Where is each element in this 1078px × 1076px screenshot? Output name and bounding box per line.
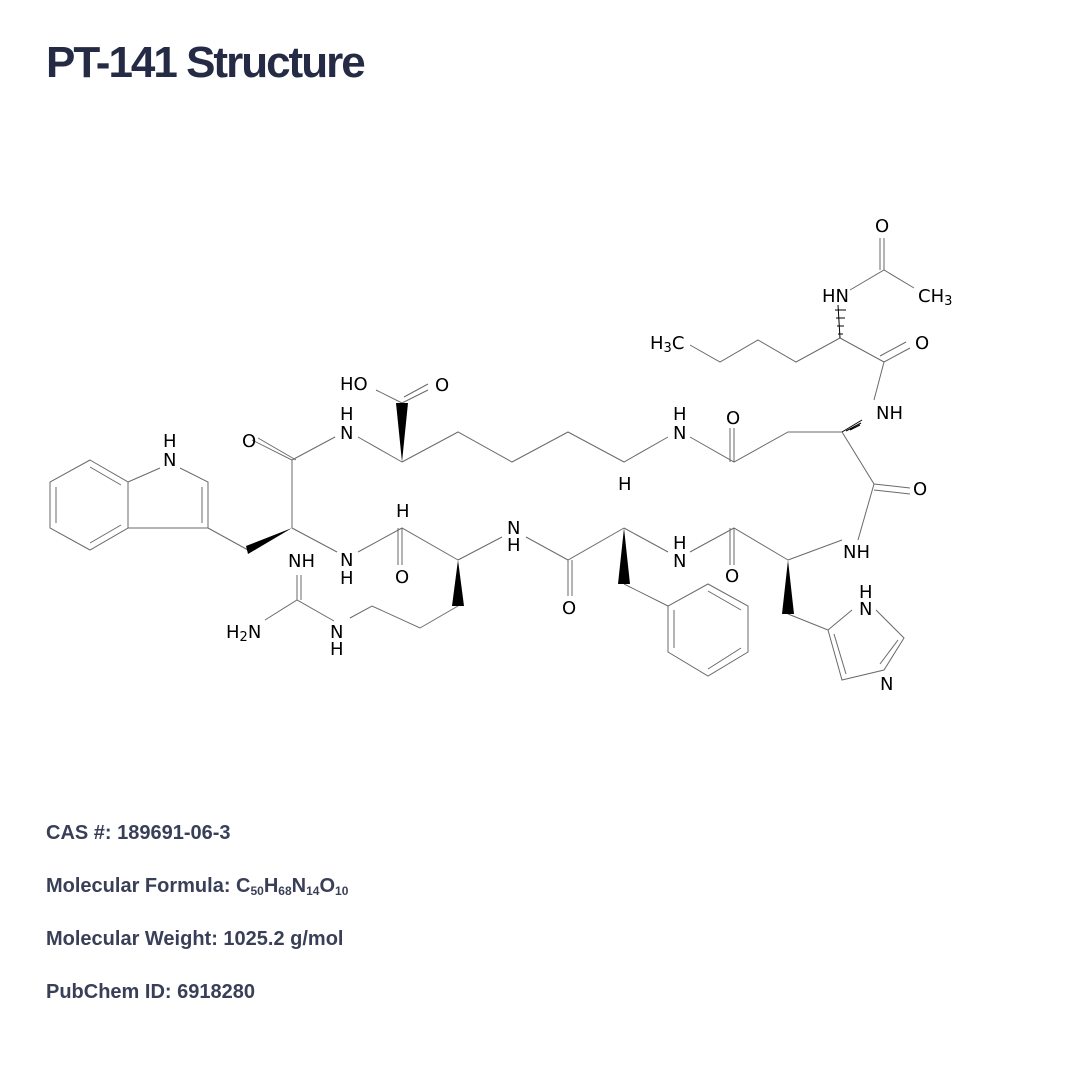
trp-carbonyl-o-label: O — [242, 431, 256, 452]
cooh-ho-label: HO — [340, 374, 368, 395]
atom-labels: H N O H N HO O H H N O H CH3 HN O H3C O … — [163, 216, 952, 695]
acetyl-hn-label: HN — [822, 286, 849, 307]
stereo-wedges — [246, 304, 863, 614]
methyl-ch-label: CH3 — [918, 286, 952, 309]
arg-nh-n-label: N — [330, 622, 343, 643]
molecular-weight: Molecular Weight: 1025.2 g/mol — [46, 928, 344, 950]
nh-phe-h-label: H — [673, 533, 687, 554]
cooh-o-label: O — [435, 375, 449, 396]
nh-phe-n-label: N — [673, 551, 686, 572]
pubchem-id: PubChem ID: 6918280 — [46, 981, 255, 1003]
indole-nh-n-label: N — [163, 450, 176, 471]
imidazole-n-label: N — [880, 674, 893, 695]
phe-h-label: H — [618, 474, 632, 495]
nh-lys-h-label: H — [673, 404, 687, 425]
imidazole-nh-n-label: N — [859, 599, 872, 620]
indole-nh-h-label: H — [163, 431, 177, 452]
acetyl-o-label: O — [875, 216, 889, 237]
molecular-formula: Molecular Formula: C50H68N14O10 — [46, 875, 349, 898]
nh-mid-h-label: H — [507, 535, 521, 556]
arg-nh-h-label: H — [330, 639, 344, 660]
nh-top-h-label: H — [340, 404, 354, 425]
asp-nh-label: NH — [876, 403, 903, 424]
lys-h-label: H — [396, 501, 410, 522]
nh-mid-n-label: N — [507, 518, 520, 539]
phe-carbonyl-o-label: O — [725, 566, 739, 587]
phe-amide-o-label: O — [562, 598, 576, 619]
nh-lys-n-label: N — [673, 423, 686, 444]
bonds — [49, 238, 915, 681]
nh-bottom-n-label: N — [340, 550, 353, 571]
lys-amide-o-label: O — [726, 408, 740, 429]
arg-carbonyl-o-label: O — [395, 567, 409, 588]
page-title: PT-141 Structure — [46, 38, 366, 87]
nh-top-n-label: N — [340, 423, 353, 444]
h2n-label: H2N — [226, 622, 261, 645]
imidazole-nh-h-label: H — [859, 582, 873, 603]
asp-carbonyl-o-label: O — [913, 479, 927, 500]
cas-number: CAS #: 189691-06-3 — [46, 822, 231, 844]
guanidine-nh-label: NH — [288, 551, 315, 572]
nh-bottom-h-label: H — [340, 568, 354, 589]
molecular-structure-diagram: H N O H N HO O H H N O H CH3 HN O H3C O … — [0, 180, 1078, 720]
his-amide-nh-label: NH — [843, 542, 870, 563]
nle-carbonyl-o-label: O — [915, 333, 929, 354]
h3c-label: H3C — [650, 333, 684, 356]
